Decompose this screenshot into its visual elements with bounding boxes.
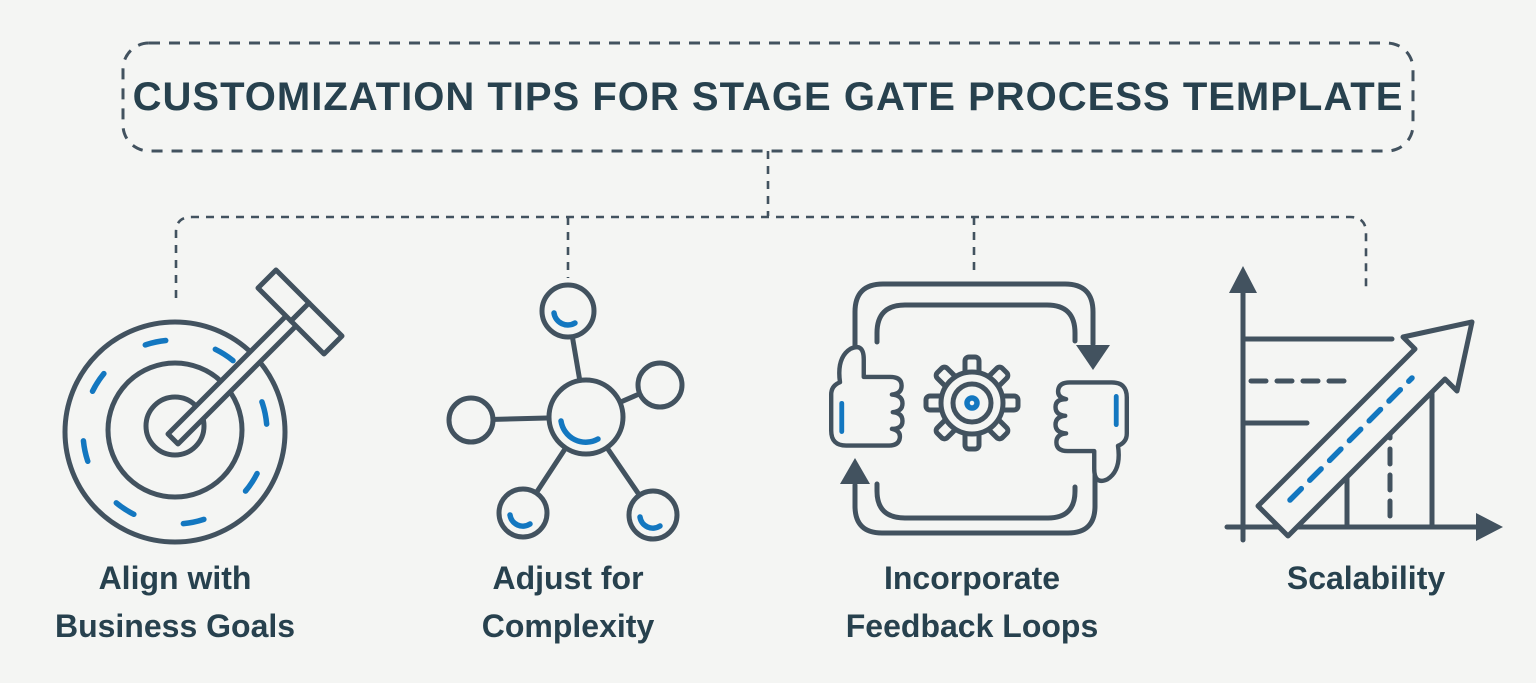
dart-shaft [165, 307, 305, 447]
title-box: CUSTOMIZATION TIPS FOR STAGE GATE PROCES… [122, 42, 1414, 152]
page-title: CUSTOMIZATION TIPS FOR STAGE GATE PROCES… [132, 74, 1404, 119]
y-axis-arrowhead [1229, 266, 1257, 293]
item-label-incorporate-feedback-loops: Incorporate Feedback Loops [845, 560, 1099, 644]
network-icon [446, 282, 685, 542]
growth-chart-icon [1224, 266, 1503, 543]
target-arrow-icon [62, 267, 345, 545]
arrowhead-down [1076, 345, 1110, 370]
rising-arrow [1255, 319, 1475, 539]
connector-lines [174, 151, 1368, 298]
item-label-scalability: Scalability [1286, 560, 1446, 596]
item-label-align-with-business-goals: Align with Business Goals [54, 560, 296, 644]
arrowhead-up [840, 458, 870, 484]
title-box-outline [121, 41, 1415, 153]
item-label-adjust-for-complexity: Adjust for Complexity [481, 560, 655, 644]
chart-axes [1224, 266, 1503, 543]
dart-fletching-right [288, 300, 345, 357]
trend-dashed-line [1287, 375, 1415, 503]
x-axis-arrowhead [1476, 513, 1503, 541]
thumbs-up-icon [828, 344, 905, 448]
loop-arrows [840, 281, 1110, 536]
gear-icon [923, 354, 1021, 452]
thumbs-down-icon [1053, 380, 1130, 484]
feedback-loop-icon [828, 281, 1130, 536]
chart-gridlines [1240, 336, 1435, 530]
